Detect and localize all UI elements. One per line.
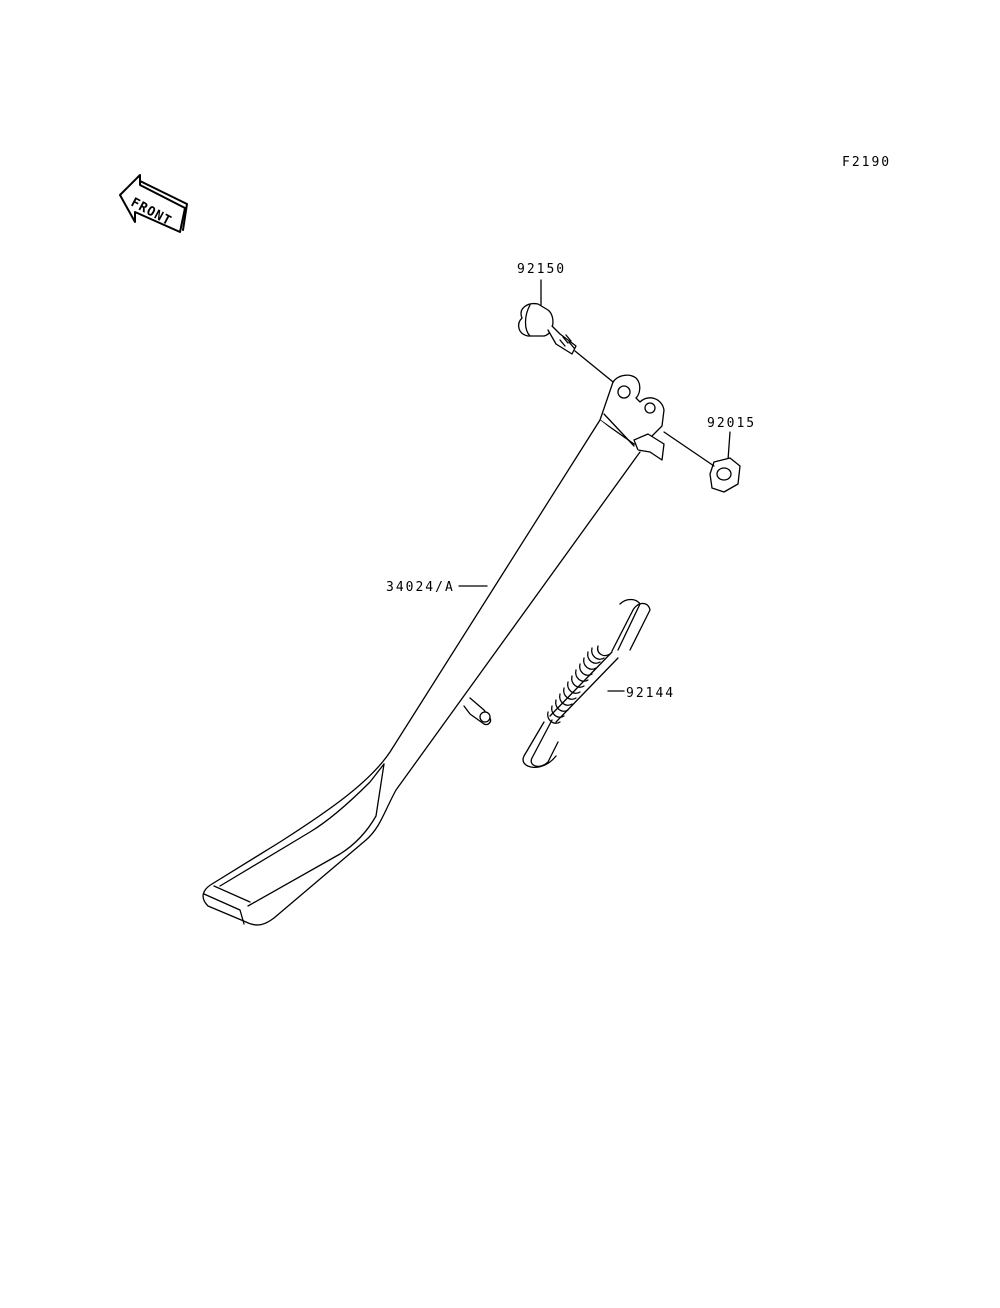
spring-92144: 92144 <box>522 598 675 768</box>
front-arrow-icon: FRONT <box>119 174 188 233</box>
part-label-92150: 92150 <box>517 262 566 277</box>
figure-code: F2190 <box>842 155 891 170</box>
nut-92015: 92015 <box>663 416 756 493</box>
part-label-92144: 92144 <box>626 686 675 701</box>
part-label-92015: 92015 <box>707 416 756 431</box>
side-stand-34024A: 34024/A <box>202 374 665 926</box>
part-label-34024A: 34024/A <box>386 580 455 595</box>
bolt-92150: 92150 <box>517 262 619 387</box>
